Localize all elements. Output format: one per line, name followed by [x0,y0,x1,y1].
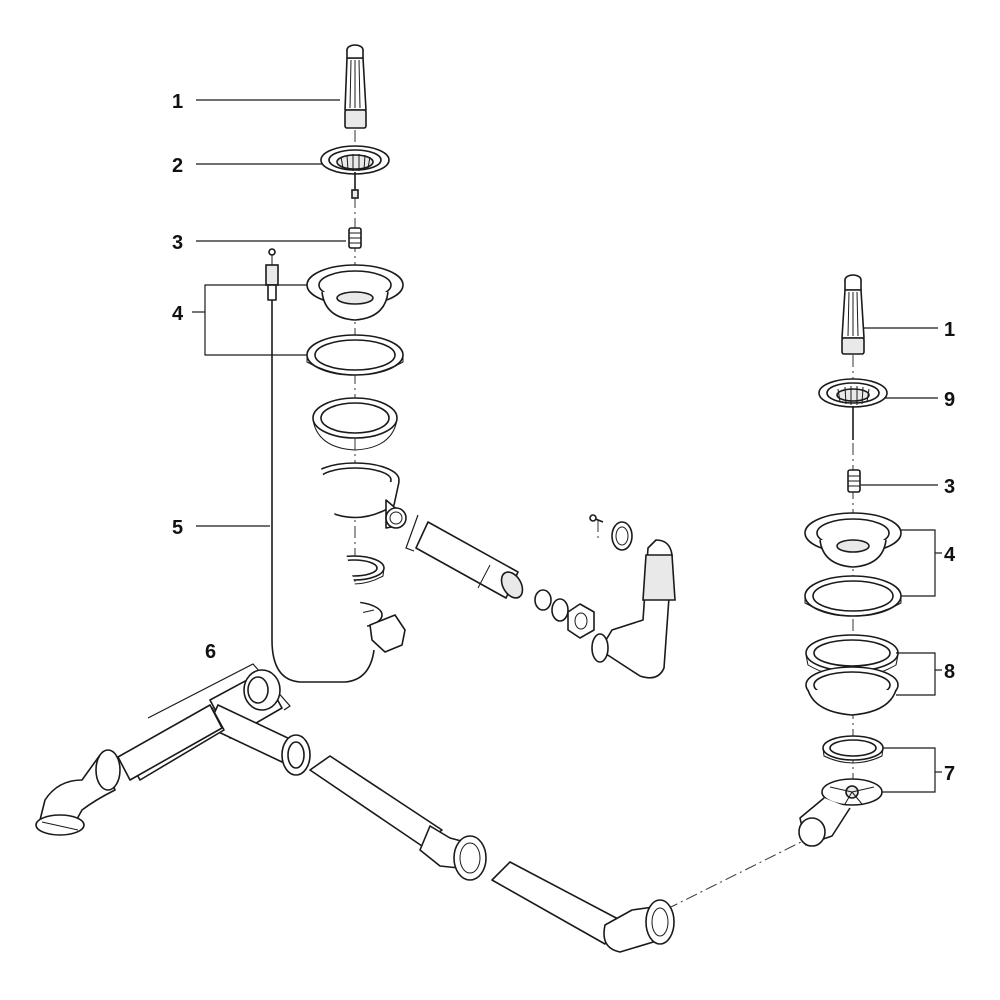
callout-right-9: 9 [944,389,955,411]
tee-outlet-ring [281,734,311,776]
overflow-pipe [415,521,524,599]
knob-part-left [344,44,367,129]
callout-left-4: 4 [172,303,184,325]
overflow-washer [611,521,633,551]
main-pipe-1 [309,755,487,881]
callout-right-8: 8 [944,661,955,683]
overflow-bracket [405,514,419,552]
callout-right-1: 1 [944,319,955,341]
left-elbow [35,749,121,836]
main-pipe-2 [491,861,621,945]
callout-left-6: 6 [205,641,216,663]
leader-lines [192,99,942,793]
sealing-ring-right [804,575,902,617]
valve-body-right [798,778,883,847]
strainer-basket-left [320,145,390,199]
threaded-bolt-right [847,469,861,493]
drain-body-left [310,462,407,529]
callout-left-1: 1 [172,91,183,113]
callout-left-2: 2 [172,155,183,177]
knob-part-right [841,274,865,355]
callout-right-3: 3 [944,476,955,498]
callout-right-7: 7 [944,763,955,785]
sealing-ring-left [306,334,404,376]
callout-left-5: 5 [172,517,183,539]
overflow-elbow [591,539,676,679]
gasket-right [822,735,884,764]
callout-right-4: 4 [944,544,956,566]
double-ring-right [805,634,899,716]
intermediate-ring-left [312,397,398,451]
bowden-cable [265,248,375,683]
sink-flange-left [306,264,404,321]
threaded-bolt-left [348,227,362,249]
overflow-screw [589,514,604,523]
sink-flange-right [804,512,902,568]
strainer-basket-right [818,378,888,440]
left-pipe [117,704,223,781]
callout-left-3: 3 [172,232,183,254]
overflow-fittings [534,589,595,639]
right-bend [603,899,675,953]
